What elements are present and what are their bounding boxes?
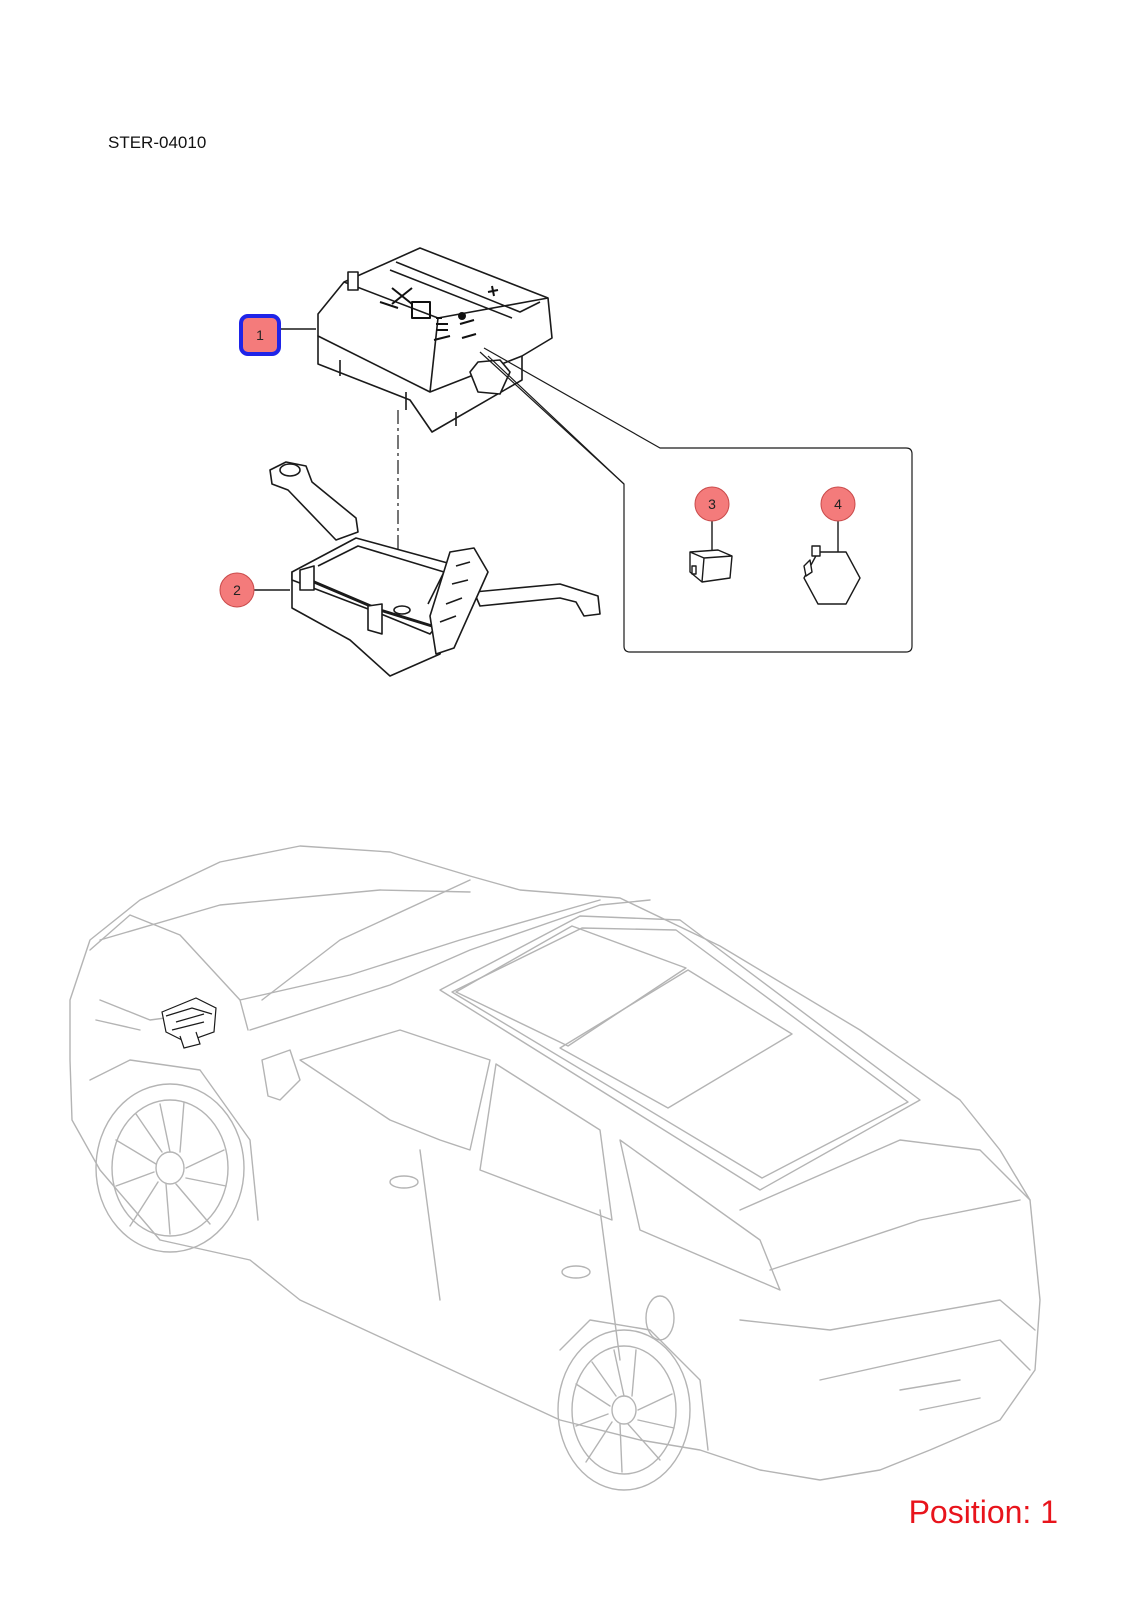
junction-box-location-marker: [161, 997, 217, 1049]
callout-2[interactable]: 2: [219, 572, 290, 608]
callout-4[interactable]: 4: [820, 486, 856, 522]
junction-box-cover-drawing: [317, 247, 913, 653]
mounting-bracket-drawing: [269, 461, 601, 677]
callout-3-circle: [694, 486, 730, 522]
callout-1[interactable]: 1: [239, 314, 316, 356]
position-indicator: Position: 1: [908, 1494, 1058, 1530]
callout-3[interactable]: 3: [694, 486, 730, 522]
rear-wheel-drawing: [557, 1329, 691, 1491]
callout-1-selection-frame: [239, 314, 281, 356]
document-code: STER-04010: [108, 133, 207, 152]
vehicle-location-drawing: [69, 845, 1041, 1491]
relay-drawing: [803, 514, 861, 605]
callout-3-number: 3: [708, 496, 716, 512]
callout-1-number: 1: [256, 327, 264, 343]
callout-2-number: 2: [233, 582, 241, 598]
callout-2-circle: [219, 572, 255, 608]
callout-layer: 1 2 3 4: [219, 314, 856, 608]
fuse-drawing: [689, 514, 733, 583]
callout-4-circle: [820, 486, 856, 522]
callout-4-number: 4: [834, 496, 842, 512]
front-wheel-drawing: [95, 1083, 245, 1253]
